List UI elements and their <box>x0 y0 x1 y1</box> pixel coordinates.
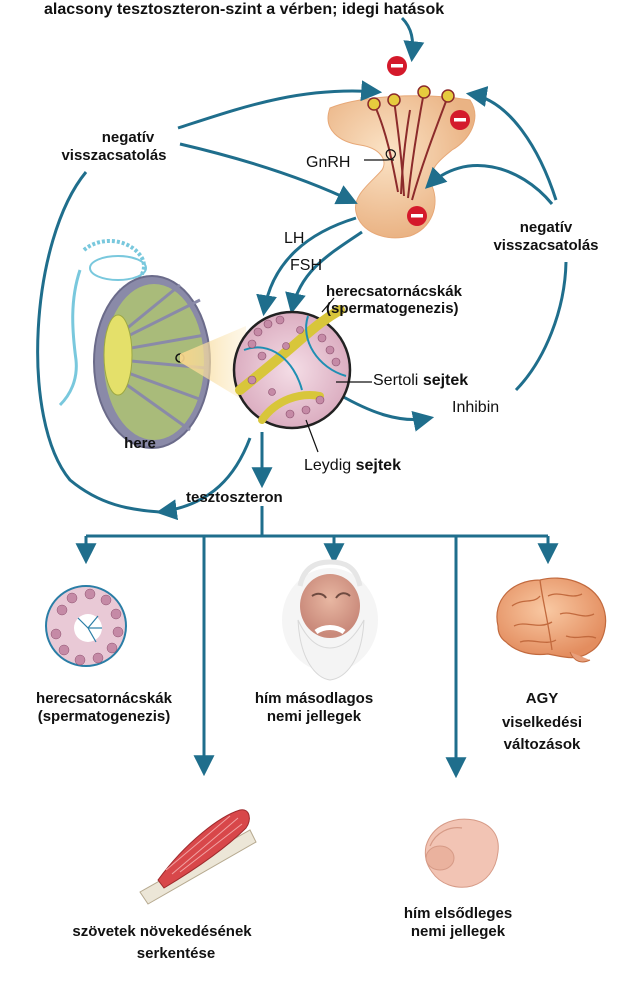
tubules-label-line1: herecsatornácskák <box>326 283 463 300</box>
testis-label: here <box>124 435 156 452</box>
lh-label: LH <box>284 230 304 247</box>
muscle-bone-icon <box>139 809 257 905</box>
primary-sex-organ-icon <box>424 818 499 888</box>
sertoli-label: Sertoli sejtek <box>373 372 468 389</box>
target-secondary-label-line1: hím másodlagos <box>255 690 373 707</box>
leydig-label: Leydig sejtek <box>304 457 401 474</box>
gnrh-leader-line <box>364 149 396 161</box>
tubule-cross-section-icon <box>45 585 127 667</box>
inhibit-symbol <box>387 56 407 76</box>
left-feedback-arrow-pituitary <box>179 142 358 205</box>
target-primary-label-line1: hím elsődleges <box>404 905 512 922</box>
target-brain-label-line2: viselkedési <box>502 714 582 731</box>
top-input-label: alacsony tesztoszteron-szint a vérben; i… <box>44 1 444 18</box>
inhibin-line <box>514 261 568 392</box>
input-arrow <box>400 16 425 63</box>
right-feedback-label-line1: negatív <box>520 219 573 236</box>
right-feedback-arrow-top <box>465 86 558 201</box>
hypothalamus-pituitary-illustration <box>327 85 476 239</box>
testosterone-curve-arrow <box>155 437 252 521</box>
pathway-arrows <box>36 16 568 779</box>
tubule-leader-line <box>321 297 335 313</box>
fsh-label: FSH <box>290 257 322 274</box>
target-primary-label-line2: nemi jellegek <box>411 923 506 940</box>
leydig-leader-line <box>305 419 319 453</box>
left-feedback-arrow-top <box>177 80 383 130</box>
left-feedback-label-line1: negatív <box>102 129 155 146</box>
right-feedback-arrow-pituitary <box>424 164 554 205</box>
testosterone-label: tesztoszteron <box>186 489 283 506</box>
target-secondary-label-line2: nemi jellegek <box>267 708 362 725</box>
inhibin-arrow <box>339 393 435 432</box>
target-tissue-label-line2: serkentése <box>137 945 215 962</box>
tubules-label-line2: (spermatogenezis) <box>326 300 459 317</box>
target-brain-label-line1: AGY <box>526 690 559 707</box>
target-tubules-label-line2: (spermatogenezis) <box>38 708 171 725</box>
brain-icon <box>496 577 607 663</box>
testis-illustration <box>58 238 246 449</box>
target-brain-label-line3: változások <box>504 736 581 753</box>
gnrh-label: GnRH <box>306 154 350 171</box>
bearded-man-face-icon <box>282 559 378 681</box>
magnified-tubule <box>232 305 352 430</box>
left-feedback-label-line2: visszacsatolás <box>61 147 166 164</box>
right-feedback-label-line2: visszacsatolás <box>493 237 598 254</box>
inhibit-symbol <box>407 206 427 226</box>
fsh-arrow <box>285 230 363 315</box>
target-tubules-label-line1: herecsatornácskák <box>36 690 173 707</box>
target-tissue-label-line1: szövetek növekedésének <box>72 923 252 940</box>
lh-arrow <box>256 216 357 317</box>
left-feedback-loop <box>36 171 161 514</box>
inhibit-symbol <box>450 110 470 130</box>
inhibin-label: Inhibin <box>452 399 499 416</box>
